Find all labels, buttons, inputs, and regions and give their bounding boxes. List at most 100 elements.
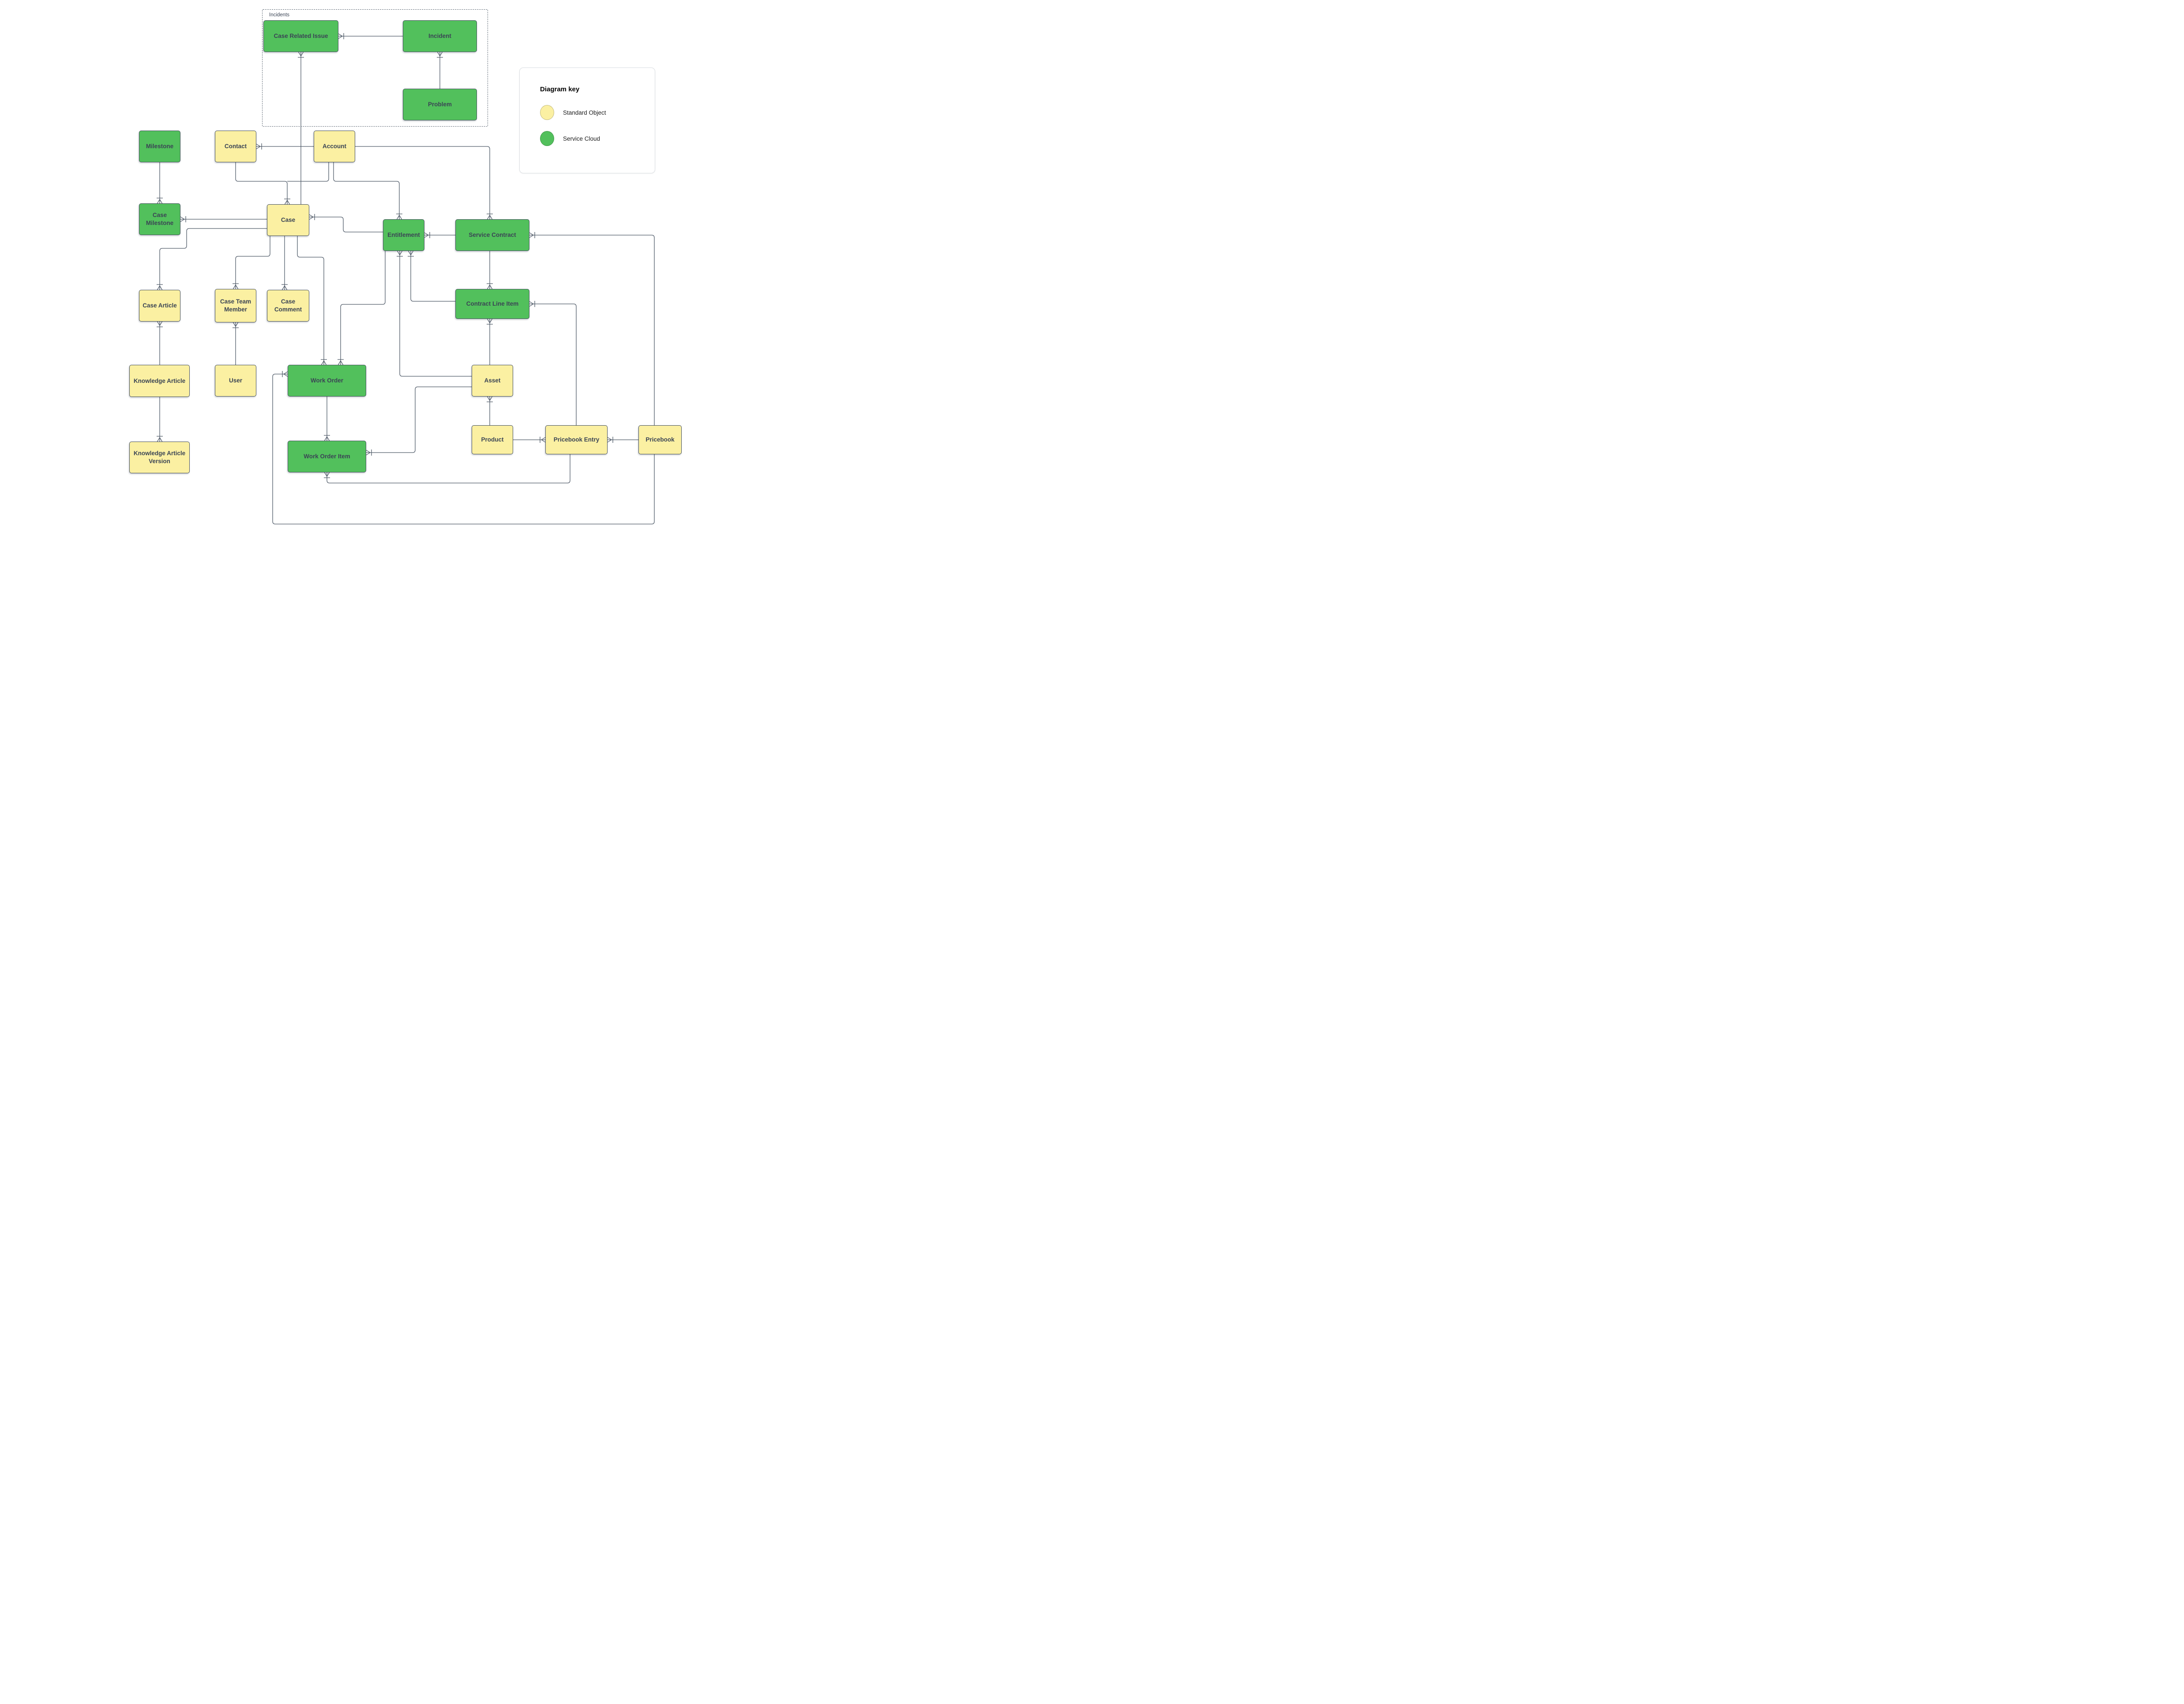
node-label: Problem	[428, 101, 452, 108]
diagram-key-title: Diagram key	[540, 86, 580, 93]
crow-foot-one-or-many-icon	[366, 449, 372, 456]
node-label: Product	[481, 436, 504, 443]
node-case-milestone[interactable]: Case Milestone	[139, 203, 180, 235]
edge-incident_problem[interactable]	[437, 52, 443, 89]
incidents-group[interactable]: Incidents	[262, 9, 488, 127]
edge-work-order_work-order-item[interactable]	[324, 397, 330, 441]
edge-contract-line-item_asset[interactable]	[487, 318, 493, 365]
crow-foot-one-or-many-icon	[396, 213, 402, 220]
crow-foot-one-or-many-icon	[157, 321, 163, 327]
node-knowledge-article[interactable]: Knowledge Article	[129, 365, 190, 397]
node-label: Case Comment	[274, 298, 302, 313]
crow-foot-one-or-many-icon	[424, 232, 430, 238]
crow-foot-one-or-many-icon	[180, 216, 186, 222]
crow-foot-one-or-many-icon	[487, 283, 493, 289]
edge-entitlement_service-contract[interactable]	[424, 232, 455, 238]
node-case-team-member[interactable]: Case Team Member	[215, 289, 256, 322]
edge-contract-line-item_pricebook-entry[interactable]	[529, 301, 577, 425]
edge-product_pricebook-entry[interactable]	[513, 437, 546, 443]
edge-contact_account[interactable]	[256, 143, 314, 150]
edge-milestone_case-milestone[interactable]	[157, 162, 163, 204]
edge-case_case-team-member[interactable]	[233, 236, 270, 289]
edge-work-order_pricebook[interactable]	[272, 371, 655, 524]
node-label: Entitlement	[387, 232, 420, 239]
node-label: Contact	[224, 143, 247, 150]
node-label: Contract Line Item	[466, 300, 519, 307]
node-user[interactable]: User	[215, 365, 256, 397]
edge-service-contract_pricebook[interactable]	[529, 232, 655, 425]
crow-foot-one-or-many-icon	[324, 435, 330, 441]
edge-work-order-item_asset[interactable]	[366, 386, 472, 456]
node-label: Case Related Issue	[274, 33, 328, 40]
edge-case-milestone_case[interactable]	[180, 216, 267, 222]
node-case-comment[interactable]: Case Comment	[267, 290, 309, 322]
node-label: Work Order Item	[304, 453, 350, 460]
crow-foot-one-or-many-icon	[487, 213, 493, 220]
node-work-order[interactable]: Work Order	[288, 365, 366, 397]
node-label: Service Contract	[469, 232, 516, 239]
node-label: Case Milestone	[146, 212, 174, 226]
node-problem[interactable]: Problem	[403, 89, 477, 120]
node-label: User	[229, 377, 243, 384]
service-color-dot-icon	[540, 131, 554, 146]
edge-entitlement_asset[interactable]	[397, 251, 472, 377]
edge-case-team-member_user[interactable]	[233, 322, 239, 365]
crow-foot-one-or-many-icon	[408, 251, 414, 257]
edge-entitlement_work-order[interactable]	[338, 251, 386, 365]
edge-account_case[interactable]	[287, 162, 329, 182]
node-label: Milestone	[146, 143, 174, 150]
node-pricebook[interactable]: Pricebook	[638, 425, 682, 454]
node-work-order-item[interactable]: Work Order Item	[288, 441, 366, 472]
crow-foot-one-or-many-icon	[284, 198, 290, 205]
crow-foot-one-or-many-icon	[338, 33, 344, 39]
node-product[interactable]: Product	[472, 425, 513, 454]
incidents-group-label: Incidents	[269, 12, 290, 18]
edge-contact_case[interactable]	[235, 162, 290, 205]
crow-foot-one-or-many-icon	[157, 198, 163, 204]
node-incident[interactable]: Incident	[403, 20, 477, 52]
edge-asset_product[interactable]	[487, 396, 493, 425]
node-label: Knowledge Article Version	[133, 450, 186, 464]
crow-foot-one-or-many-icon	[529, 232, 535, 238]
edge-entitlement_contract-line-item[interactable]	[408, 251, 455, 302]
node-label: Incident	[428, 33, 451, 40]
crow-foot-one-or-many-icon	[256, 143, 262, 150]
edge-case-related-issue_case[interactable]	[298, 52, 304, 204]
edge-case_entitlement[interactable]	[309, 214, 383, 232]
node-knowledge-article-version[interactable]: Knowledge Article Version	[129, 442, 190, 473]
key-item-standard-object: Standard Object	[540, 105, 606, 120]
node-milestone[interactable]: Milestone	[139, 131, 180, 162]
node-asset[interactable]: Asset	[472, 365, 513, 397]
edge-service-contract_contract-line-item[interactable]	[487, 251, 493, 289]
crow-foot-one-or-many-icon	[437, 52, 443, 58]
node-label: Work Order	[310, 377, 344, 384]
node-contact[interactable]: Contact	[215, 131, 256, 162]
edge-case-article_knowledge-article[interactable]	[157, 321, 163, 365]
edge-case_case-article[interactable]	[157, 228, 267, 290]
crow-foot-one-or-many-icon	[397, 251, 403, 257]
edge-case_case-comment[interactable]	[281, 236, 288, 290]
crow-foot-one-or-many-icon	[529, 301, 535, 307]
edge-work-order-item_pricebook-entry[interactable]	[324, 454, 570, 483]
node-label: Case Team Member	[220, 298, 251, 313]
node-case-article[interactable]: Case Article	[139, 290, 180, 322]
node-service-contract[interactable]: Service Contract	[455, 219, 529, 251]
node-contract-line-item[interactable]: Contract Line Item	[455, 289, 529, 319]
edge-account_service-contract[interactable]	[355, 146, 493, 220]
edge-knowledge-article_knowledge-article-version[interactable]	[157, 397, 163, 442]
node-entitlement[interactable]: Entitlement	[383, 219, 424, 251]
node-case-related-issue[interactable]: Case Related Issue	[263, 20, 338, 52]
node-label: Account	[323, 143, 346, 150]
edge-case_work-order[interactable]	[297, 236, 327, 365]
node-label: Pricebook Entry	[553, 436, 600, 443]
standard-color-dot-icon	[540, 105, 554, 120]
node-account[interactable]: Account	[314, 131, 355, 162]
node-case[interactable]: Case	[267, 204, 309, 236]
node-pricebook-entry[interactable]: Pricebook Entry	[545, 425, 608, 454]
key-item-label: Standard Object	[563, 109, 606, 116]
crow-foot-one-or-many-icon	[487, 396, 493, 402]
edge-pricebook-entry_pricebook[interactable]	[607, 437, 638, 443]
edge-case-related-issue_incident[interactable]	[338, 33, 403, 39]
edge-account_entitlement[interactable]	[333, 162, 402, 220]
